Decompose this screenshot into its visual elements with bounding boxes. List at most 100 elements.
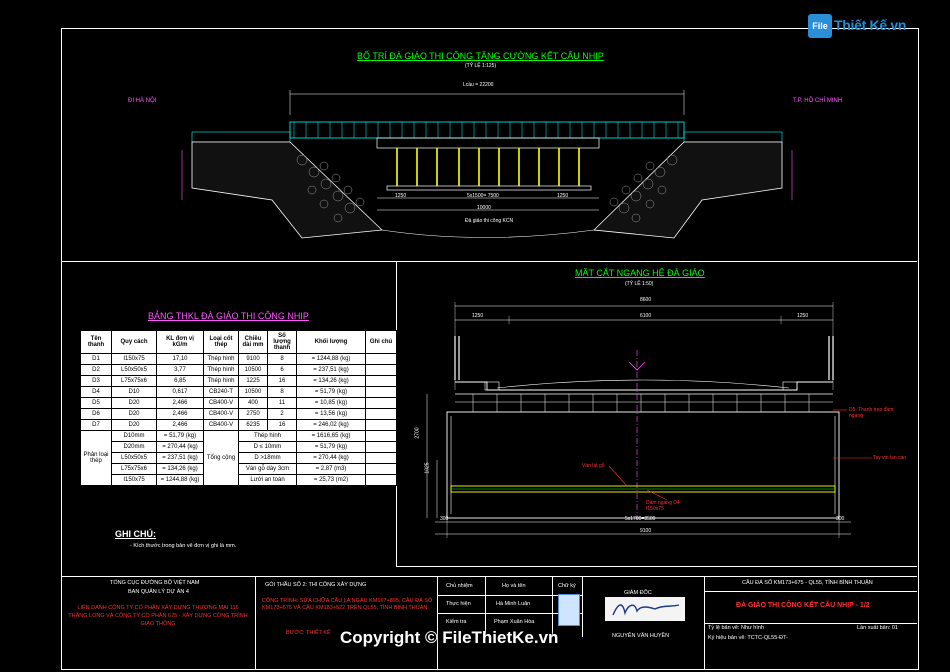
- section-title: MẶT CẮT NGANG HỆ ĐÀ GIÁO: [575, 268, 705, 278]
- tb-director-label: GIÁM ĐỐC: [624, 590, 652, 596]
- cell: 0,617: [156, 386, 204, 398]
- tb-contractor: LIÊN DANH CÔNG TY CỔ PHẦN XÂY DỰNG THƯƠN…: [68, 605, 248, 627]
- cell: Ván gỗ dày 3cm: [238, 463, 297, 475]
- cell: [365, 375, 397, 387]
- cell: 3,77: [156, 364, 204, 376]
- group-label: Phân loại thép: [80, 430, 112, 486]
- horizontal-divider: [62, 261, 917, 262]
- cell: [365, 430, 397, 442]
- cell: D20mm: [111, 441, 157, 453]
- sec-dim-6100: 6100: [640, 313, 652, 319]
- cell: D5: [80, 397, 112, 409]
- cell: D >18mm: [238, 452, 297, 464]
- cell: I150x75: [111, 474, 157, 486]
- cell: = 25,73 (m2): [296, 474, 366, 486]
- cell: D2: [80, 364, 112, 376]
- cell: 6,85: [156, 375, 204, 387]
- drawing-border: [61, 28, 919, 670]
- tb-drawing-title: ĐÀ GIÁO THI CÔNG KẾT CẤU NHỊP - 1/2: [736, 602, 870, 609]
- cell: D20: [111, 419, 157, 431]
- cell: CB400-V: [203, 408, 239, 420]
- signature-icon: [558, 594, 580, 626]
- copyright-watermark: Copyright © FileThietKe.vn: [340, 628, 559, 647]
- cell: = 51,79 (kg): [296, 386, 366, 398]
- cell: = 1616,65 (kg): [296, 430, 366, 442]
- sec-dim-300-b: 300: [836, 516, 845, 522]
- cell: = 2,87 (m3): [296, 463, 366, 475]
- cell: = 1244,88 (kg): [156, 474, 204, 486]
- cell: CB400-V: [203, 397, 239, 409]
- tb-name-2: Hà Minh Luân: [496, 601, 531, 607]
- tb-role-1: Chủ nhiệm: [446, 583, 473, 589]
- scaffold-note: Đà giáo thi công KCN: [465, 218, 514, 224]
- table-row: L75x75x6 = 134,26 (kg) Ván gỗ dày 3cm = …: [81, 463, 397, 475]
- cell: Lưới an toàn: [238, 474, 297, 486]
- table-row: D2 L50x50x5 3,77 Thép hình 10500 6 = 237…: [80, 364, 397, 376]
- right-direction-label: T.P. HỒ CHÍ MINH: [793, 98, 843, 104]
- col-header: Loại cốt thép: [203, 330, 239, 354]
- table-row: Phân loại thép D10mm = 51,79 (kg) Tổng c…: [80, 430, 397, 486]
- cell: 9100: [238, 353, 268, 365]
- cell: [365, 408, 397, 420]
- cell: D7: [80, 419, 112, 431]
- table-row: D7 D20 2,466 CB400-V 6235 16 = 246,02 (k…: [80, 419, 397, 431]
- cell: Thép hình: [203, 375, 239, 387]
- sec-note-beam: Dầm ngang D4: I150x75: [646, 500, 682, 512]
- cell: 8: [267, 386, 297, 398]
- tb-name-1: Họ và tên: [502, 583, 526, 589]
- sec-note-hanger: D5: Thanh treo đầm ngang: [849, 407, 894, 419]
- cell: 2: [267, 408, 297, 420]
- title-block: [62, 576, 917, 669]
- elevation-title: BỐ TRÍ ĐÀ GIÁO THI CÔNG TĂNG CƯỜNG KẾT C…: [357, 51, 604, 61]
- section-scale: (TỶ LỆ 1:50): [625, 281, 654, 287]
- cell: = 246,02 (kg): [296, 419, 366, 431]
- table-title: BẢNG THKL ĐÀ GIÁO THI CÔNG NHỊP: [148, 311, 309, 321]
- cell: [365, 364, 397, 376]
- cell: = 13,56 (kg): [296, 408, 366, 420]
- section-bottom-line: [396, 566, 917, 567]
- cell: 6235: [238, 419, 268, 431]
- cell: = 51,79 (kg): [156, 430, 204, 442]
- tb-step: BƯỚC: THIẾT KẾ: [286, 630, 331, 636]
- tb-bridge-name: CẦU ĐÁ SỐ KM173+675 - QL55, TỈNH BÌNH TH…: [742, 580, 873, 586]
- tb-director-name: NGUYỄN VĂN HUYỀN: [612, 633, 670, 639]
- tb-field-code: Ký hiệu bản vẽ: TCTC-QL55-ĐT-: [708, 635, 788, 641]
- tb-project: CÔNG TRÌNH: SỬA CHỮA CẦU LA NGÂU KM167+8…: [262, 598, 433, 611]
- cell: Thép hình: [203, 353, 239, 365]
- cell: 1225: [238, 375, 268, 387]
- cell: D10mm: [111, 430, 157, 442]
- cell: [365, 386, 397, 398]
- cell: = 270,44 (kg): [296, 452, 366, 464]
- table-row: I150x75 = 1244,88 (kg) Lưới an toàn = 25…: [81, 474, 397, 486]
- dim-1250-left: 1250: [395, 193, 407, 199]
- cell: 6: [267, 364, 297, 376]
- tb-field-edition: Lần xuất bản: 01: [857, 625, 898, 631]
- cell: 400: [238, 397, 268, 409]
- tb-field-scale: Tỷ lệ bản vẽ: Như hình: [708, 625, 764, 631]
- cell: = 1244,88 (kg): [296, 353, 366, 365]
- sec-note-handrail: Tay vịn lan can: [873, 455, 907, 461]
- left-direction-label: ĐI HÀ NỘI: [128, 98, 157, 104]
- cell: = 237,51 (kg): [156, 452, 204, 464]
- table-row: D5 D20 2,466 CB400-V 400 11 = 10,85 (kg): [80, 397, 397, 409]
- cell: [365, 353, 397, 365]
- cell: I150x75: [111, 353, 157, 365]
- site-logo[interactable]: File Thiết Kế.vn: [808, 14, 920, 40]
- dim-mid-span: 5x1500= 7500: [467, 193, 499, 199]
- cell: [365, 397, 397, 409]
- table-row: D1 I150x75 17,10 Thép hình 9100 8 = 1244…: [80, 353, 397, 365]
- dim-1250-right: 1250: [557, 193, 569, 199]
- table-row: D4 D10 0,617 CB240-T 10500 8 = 51,79 (kg…: [80, 386, 397, 398]
- sec-dim-9100: 9100: [640, 528, 652, 534]
- cell: [365, 474, 397, 486]
- cell: = 134,26 (kg): [156, 463, 204, 475]
- elevation-drawing: [181, 90, 793, 239]
- cell: D20: [111, 397, 157, 409]
- cell: L50x50x5: [111, 364, 157, 376]
- total-label: Tổng cộng: [203, 430, 239, 486]
- cell: = 134,26 (kg): [296, 375, 366, 387]
- tb-role-3: Kiểm tra: [446, 619, 467, 625]
- sec-dim-2700: 2700: [414, 427, 421, 439]
- cell: 10500: [238, 386, 268, 398]
- cell: [365, 441, 397, 453]
